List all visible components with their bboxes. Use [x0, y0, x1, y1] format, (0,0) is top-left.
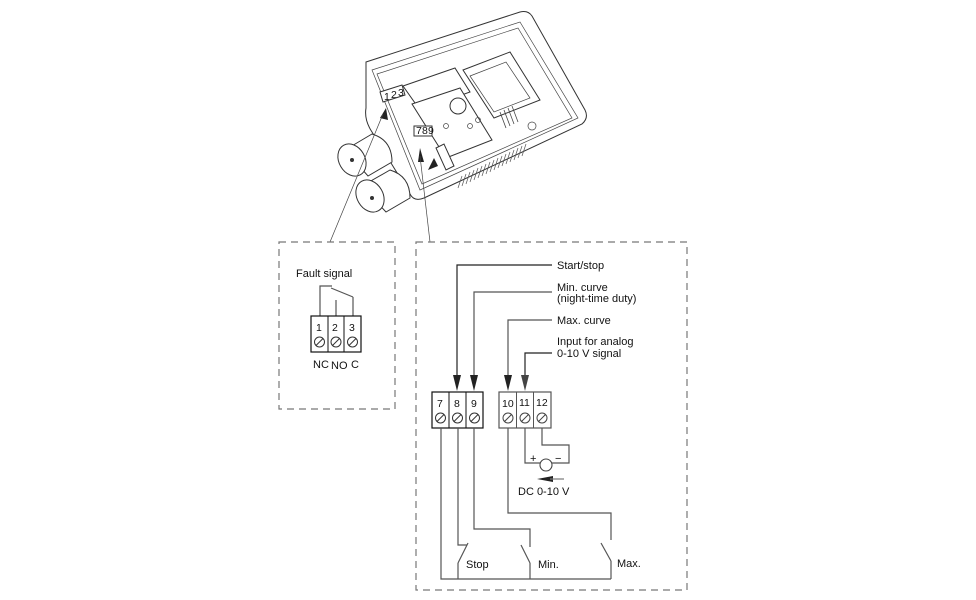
dc-source-label: DC 0-10 V [518, 486, 570, 498]
svg-text:9: 9 [428, 125, 434, 137]
cable-gland-upper [337, 133, 393, 177]
analog-source-circuit: + − DC 0-10 V [518, 428, 570, 498]
common-wire [440, 428, 611, 580]
arrow-down-icon [470, 375, 478, 391]
screw-icon [347, 336, 358, 348]
switch-label-max: Max. [617, 558, 641, 570]
stop-switch [457, 542, 469, 564]
svg-text:3: 3 [398, 87, 404, 99]
callout-line-start-stop [456, 264, 552, 377]
callout-line-min-curve [473, 291, 552, 377]
terminal-number: 8 [454, 398, 460, 410]
svg-text:8: 8 [422, 125, 428, 137]
screw-icon [452, 412, 463, 424]
screw-icon [536, 412, 548, 424]
max-wire [507, 428, 612, 540]
arrowheads [453, 375, 529, 391]
terminal-number: 9 [471, 398, 477, 410]
relay-contact [330, 287, 354, 298]
label-max-curve: Max. curve [557, 315, 611, 327]
arrow-icon [428, 158, 438, 170]
housing-outline [365, 11, 587, 200]
terminal-number: 2 [332, 322, 338, 334]
fault-signal-box: Fault signal 1 2 3 NC NO C [278, 241, 396, 410]
terminal-block-10-12: 10 11 12 [498, 391, 552, 429]
label-start-stop: Start/stop [557, 260, 604, 272]
terminal-block-7-9: 7 8 9 [431, 391, 484, 429]
min-wire [473, 428, 531, 547]
switch-label-min: Min. [538, 559, 559, 571]
screw-icon [435, 412, 446, 424]
terminal-label-nc: NC [313, 359, 329, 371]
max-switch [600, 542, 612, 562]
fault-box-border [278, 241, 396, 410]
voltage-source-icon [539, 458, 553, 472]
minus-sign: − [555, 453, 561, 465]
arrow-icon [418, 148, 424, 162]
terminal-number: 1 [316, 322, 322, 334]
svg-text:2: 2 [391, 89, 397, 101]
housing-ribs [457, 143, 527, 189]
fault-signal-heading: Fault signal [296, 268, 352, 280]
terminal-label-c: C [351, 359, 359, 371]
control-box-border [415, 241, 688, 591]
label-analog-input: Input for analog [557, 336, 633, 348]
label-min-curve-note: (night-time duty) [557, 293, 636, 305]
screw-icon [330, 336, 342, 348]
arrow-down-icon [521, 375, 529, 391]
leader-line-control [419, 155, 431, 243]
terminal-number: 11 [519, 397, 530, 409]
terminal-number: 12 [536, 397, 548, 409]
terminal-label-no: NO [331, 360, 348, 372]
device-illustration: 1 2 3 7 8 9 [329, 11, 587, 243]
label-min-curve: Min. curve [557, 282, 608, 294]
arrow-left-icon [537, 476, 553, 482]
cable-gland-lower [355, 169, 411, 213]
arrow-down-icon [504, 375, 512, 391]
potentiometer-icon [449, 97, 467, 115]
svg-text:1: 1 [384, 91, 390, 103]
terminal-number: 10 [502, 398, 514, 410]
nc-wire [319, 285, 332, 316]
fault-terminal-block: 1 2 3 [310, 315, 362, 353]
device-terminal-strip-control: 7 8 9 [413, 125, 434, 137]
terminal-number: 3 [349, 322, 355, 334]
min-switch [520, 544, 531, 564]
device-terminal-strip-fault: 1 2 3 [379, 84, 406, 103]
screw-icon [502, 412, 514, 424]
screw-icon [314, 336, 325, 348]
svg-text:7: 7 [416, 125, 422, 137]
stop-wire [457, 428, 467, 546]
screw-icon [519, 412, 531, 424]
screw-icon [469, 412, 480, 424]
label-analog-signal: 0-10 V signal [557, 348, 621, 360]
callout-line-max-curve [507, 319, 552, 377]
switch-label-stop: Stop [466, 559, 489, 571]
terminal-number: 7 [437, 398, 443, 410]
switch-wiring [440, 428, 612, 580]
plus-sign: + [530, 453, 536, 465]
callout-line-analog [524, 352, 552, 377]
device-terminal-strip-analog [435, 143, 455, 171]
leader-line-fault [329, 113, 384, 243]
arrow-down-icon [453, 375, 461, 391]
control-box: Start/stop Min. curve (night-time duty) … [415, 241, 688, 591]
